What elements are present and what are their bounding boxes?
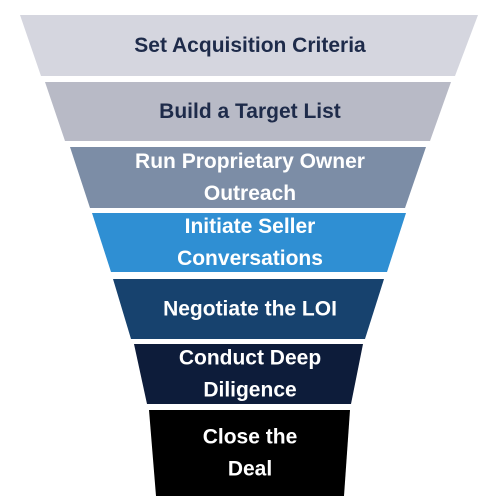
funnel-stage-shape <box>134 344 363 404</box>
funnel-stage-2: Build a Target List <box>45 82 451 141</box>
funnel-stage-shape <box>20 15 478 76</box>
funnel-stage-label: Build a Target List <box>159 100 341 123</box>
funnel-stage-label: Initiate Seller <box>185 215 316 238</box>
funnel-stage-shape <box>149 410 350 496</box>
funnel-stage-shape <box>70 147 426 208</box>
funnel-stage-shape <box>92 213 406 272</box>
funnel-stage-label: Run Proprietary Owner <box>135 150 365 173</box>
funnel-stage-label: Conduct Deep <box>179 347 321 370</box>
funnel-stage-label: Conversations <box>177 247 323 270</box>
funnel-stage-label: Negotiate the LOI <box>163 298 337 321</box>
funnel-stage-label: Deal <box>228 458 272 481</box>
funnel-stage-label: Outreach <box>204 182 296 205</box>
funnel-stage-shape <box>45 82 451 141</box>
funnel-stage-label: Diligence <box>203 379 296 402</box>
funnel-stage-5: Negotiate the LOI <box>113 279 384 339</box>
funnel-stage-shape <box>113 279 384 339</box>
funnel-stage-1: Set Acquisition Criteria <box>20 15 478 76</box>
funnel-stage-label: Set Acquisition Criteria <box>134 34 366 57</box>
funnel-stage-label: Close the <box>203 426 298 449</box>
